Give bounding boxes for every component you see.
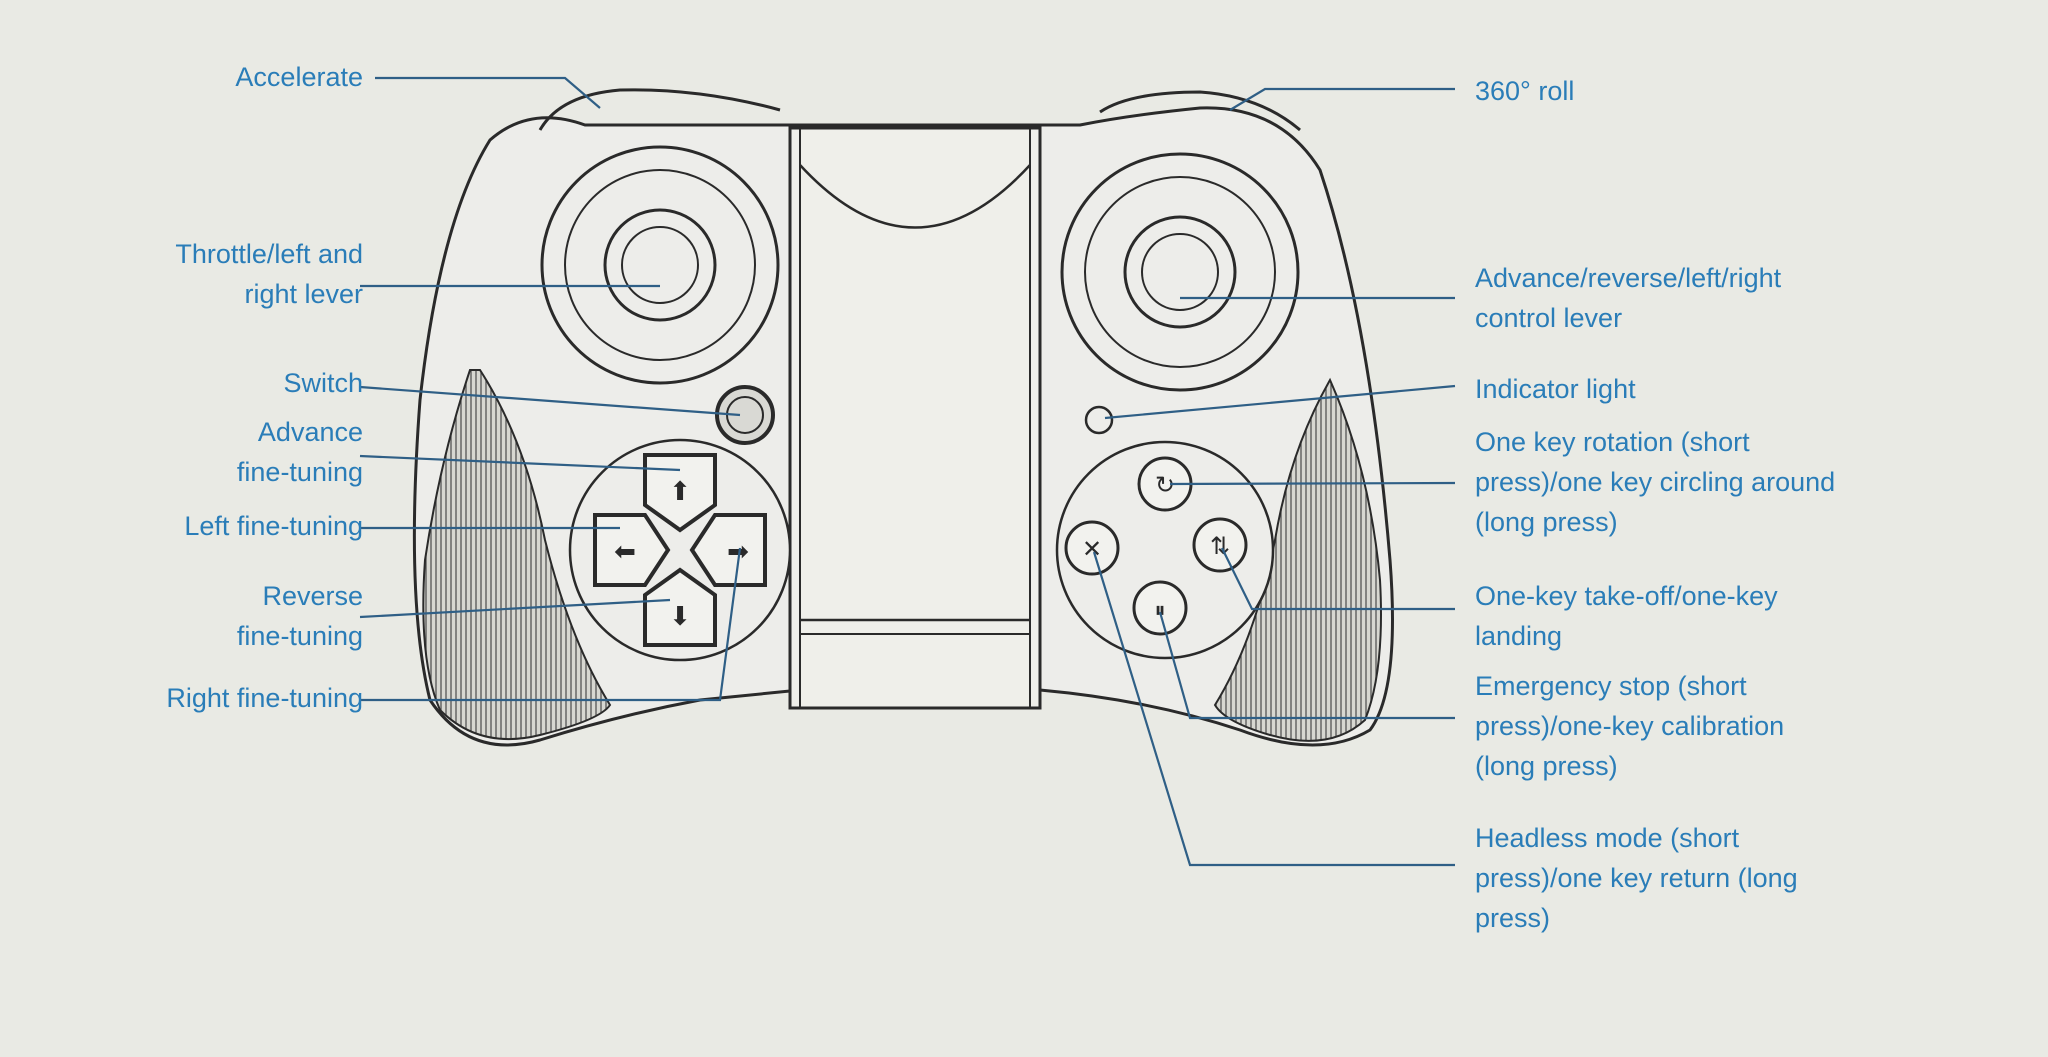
label-360-roll: 360° roll: [1475, 76, 1575, 106]
label-headless-mode: Headless mode (short press)/one key retu…: [1475, 823, 1798, 933]
leader-reverse: [359, 598, 671, 619]
label-switch: Switch: [283, 368, 363, 398]
left-joystick: [540, 145, 780, 385]
label-reverse-fine-tuning: Reverse fine-tuning: [236, 581, 363, 651]
leader-advance: [359, 454, 681, 472]
svg-text:⬆: ⬆: [669, 477, 691, 507]
label-right-fine-tuning: Right fine-tuning: [166, 683, 363, 713]
headless-mode-button: ✕: [1064, 520, 1120, 576]
svg-text:⏸: ⏸: [1154, 598, 1165, 623]
dpad-down: ⬇: [643, 567, 717, 647]
power-switch: [715, 385, 775, 445]
leader-indicator: [1104, 384, 1456, 420]
takeoff-landing-button: ⇅: [1192, 517, 1248, 573]
right-joystick: [1060, 152, 1300, 392]
label-takeoff-landing: One-key take-off/one-key landing: [1475, 581, 1778, 651]
dpad-right: ➡: [689, 513, 767, 587]
leader-headless: [1092, 551, 1455, 867]
dpad-left: ⬅: [593, 513, 671, 587]
leader-right: [360, 547, 742, 702]
label-accelerate: Accelerate: [235, 62, 363, 92]
emergency-stop-button: ⏸: [1132, 580, 1188, 636]
label-one-key-rotation: One key rotation (short press)/one key c…: [1475, 427, 1836, 537]
svg-text:↻: ↻: [1155, 471, 1175, 499]
label-advance-fine-tuning: Advance fine-tuning: [236, 417, 363, 487]
leader-emergency: [1158, 611, 1455, 720]
label-indicator-light: Indicator light: [1475, 374, 1636, 404]
label-advance-reverse-lever: Advance/reverse/left/right control lever: [1475, 263, 1782, 333]
leader-rotation: [1169, 481, 1456, 486]
svg-text:⬇: ⬇: [669, 602, 691, 632]
left-shoulder-bumper: [538, 88, 781, 131]
right-grip: [1213, 377, 1382, 742]
leader-takeoff: [1221, 547, 1455, 611]
svg-text:⬅: ⬅: [614, 537, 636, 567]
label-left-fine-tuning: Left fine-tuning: [184, 511, 363, 541]
svg-text:➡: ➡: [727, 537, 749, 567]
dpad-up: ⬆: [643, 453, 717, 533]
phone-holder: [788, 126, 1042, 710]
left-grip: [422, 369, 612, 741]
indicator-light: [1084, 405, 1114, 435]
svg-text:✕: ✕: [1082, 535, 1102, 563]
label-emergency-stop: Emergency stop (short press)/one-key cal…: [1475, 671, 1785, 781]
leader-switch: [359, 385, 741, 417]
leader-accelerate: [375, 76, 601, 109]
dpad-base: [568, 438, 792, 662]
right-shoulder-bumper: [1099, 90, 1301, 132]
leader-roll: [1229, 87, 1455, 111]
label-throttle: Throttle/left and right lever: [175, 239, 363, 309]
